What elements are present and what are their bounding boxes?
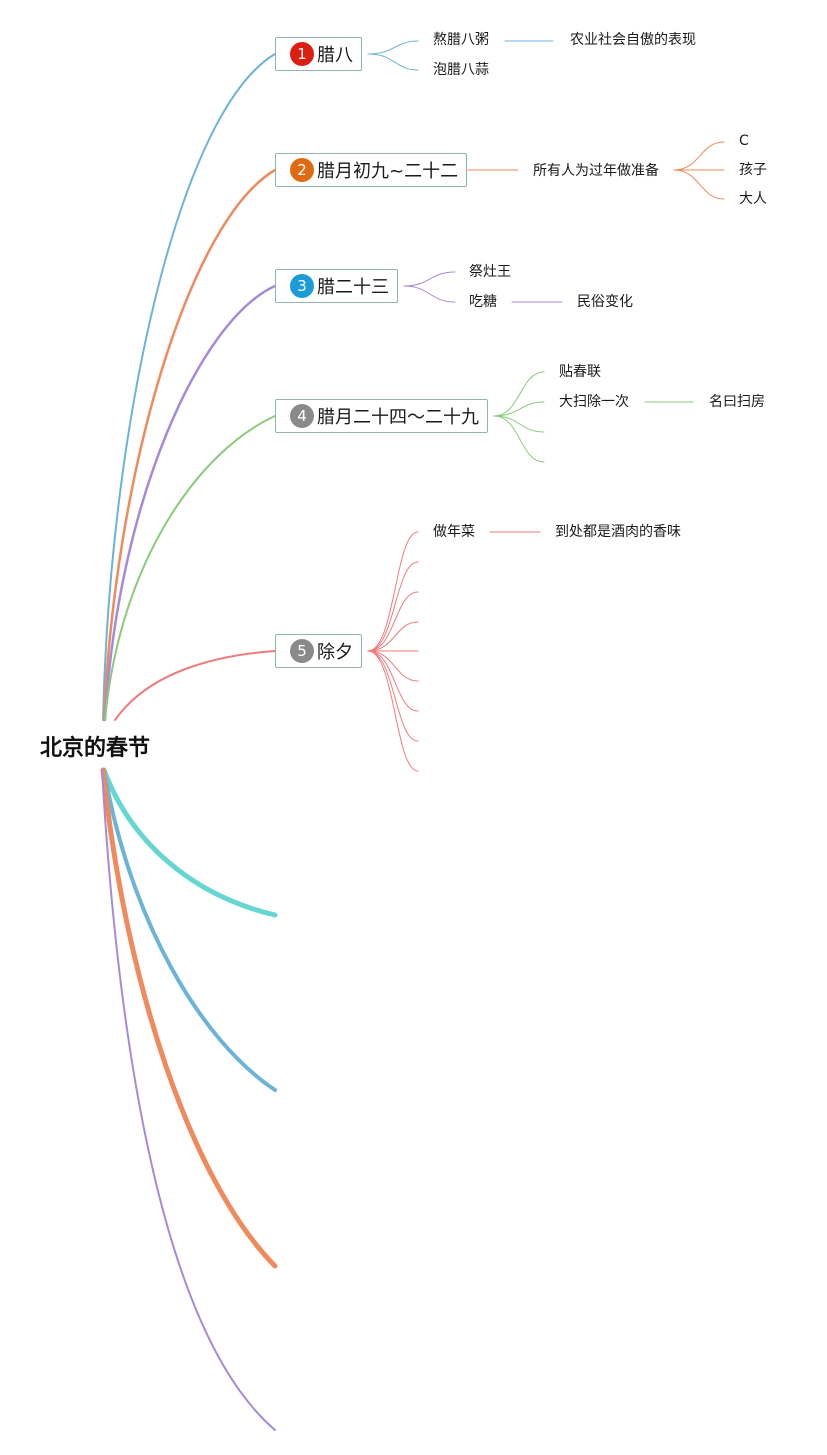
subtopic[interactable]: 所有人为过年做准备 [533, 163, 659, 179]
subtopic[interactable]: 大扫除一次 [559, 394, 629, 410]
subtopic-detail[interactable]: 名曰扫房 [709, 394, 765, 410]
empty-branch-line [101, 767, 278, 918]
child-connector [493, 415, 545, 433]
subtopic[interactable]: 做年菜 [433, 524, 475, 540]
subtopic-detail[interactable]: 民俗变化 [577, 294, 633, 310]
topic-node-5[interactable]: 5 除夕 [275, 634, 362, 668]
number-badge-icon: 3 [290, 274, 314, 298]
subtopic-detail[interactable]: 农业社会自傲的表现 [570, 32, 696, 48]
topic-node-3[interactable]: 3 腊二十三 [275, 269, 398, 303]
number-badge-icon: 1 [290, 42, 314, 66]
subtopic-detail[interactable]: 大人 [739, 191, 767, 207]
subtopic[interactable]: 泡腊八蒜 [433, 62, 489, 78]
child-connector [367, 591, 419, 652]
root-topic[interactable]: 北京的春节 [40, 736, 151, 761]
branch-line [102, 168, 277, 722]
child-connector [367, 531, 419, 652]
empty-branch-line [102, 768, 277, 1092]
child-connector [493, 401, 545, 417]
child-connector [367, 40, 419, 55]
topic-label: 腊月二十四～二十九 [317, 407, 479, 428]
topic-label: 腊月初九~二十二 [317, 161, 459, 182]
number-badge-icon: 4 [290, 404, 314, 428]
subtopic[interactable]: 吃糖 [469, 294, 497, 310]
topic-label: 腊八 [317, 45, 353, 66]
empty-branch-line [100, 767, 278, 1269]
subtopic[interactable]: 贴春联 [559, 364, 601, 380]
child-connector [367, 650, 419, 682]
child-connector [673, 169, 725, 200]
child-connector [367, 650, 419, 772]
empty-branch-line [101, 769, 276, 1431]
topic-label: 腊二十三 [317, 277, 389, 298]
child-connector [403, 271, 456, 287]
child-connector [403, 285, 456, 303]
topic-node-1[interactable]: 1 腊八 [275, 37, 362, 71]
subtopic[interactable]: 祭灶王 [469, 264, 511, 280]
number-badge-icon: 5 [290, 639, 314, 663]
subtopic-detail[interactable]: C [739, 133, 749, 149]
child-connector [367, 621, 419, 652]
branch-line [104, 415, 276, 721]
subtopic[interactable]: 熬腊八粥 [433, 32, 489, 48]
branch-line [102, 53, 276, 721]
branch-line [114, 650, 276, 721]
child-connector [493, 415, 545, 463]
child-connector [367, 650, 419, 712]
child-connector [673, 141, 725, 171]
subtopic-detail[interactable]: 孩子 [739, 162, 767, 178]
subtopic-detail[interactable]: 到处都是酒肉的香味 [555, 524, 681, 540]
child-connector [367, 561, 419, 652]
child-connector [493, 371, 545, 417]
branch-line [103, 284, 277, 722]
topic-node-4[interactable]: 4 腊月二十四～二十九 [275, 399, 488, 433]
topic-node-2[interactable]: 2 腊月初九~二十二 [275, 153, 468, 187]
topic-label: 除夕 [317, 642, 353, 663]
child-connector [367, 53, 419, 71]
number-badge-icon: 2 [290, 158, 314, 182]
